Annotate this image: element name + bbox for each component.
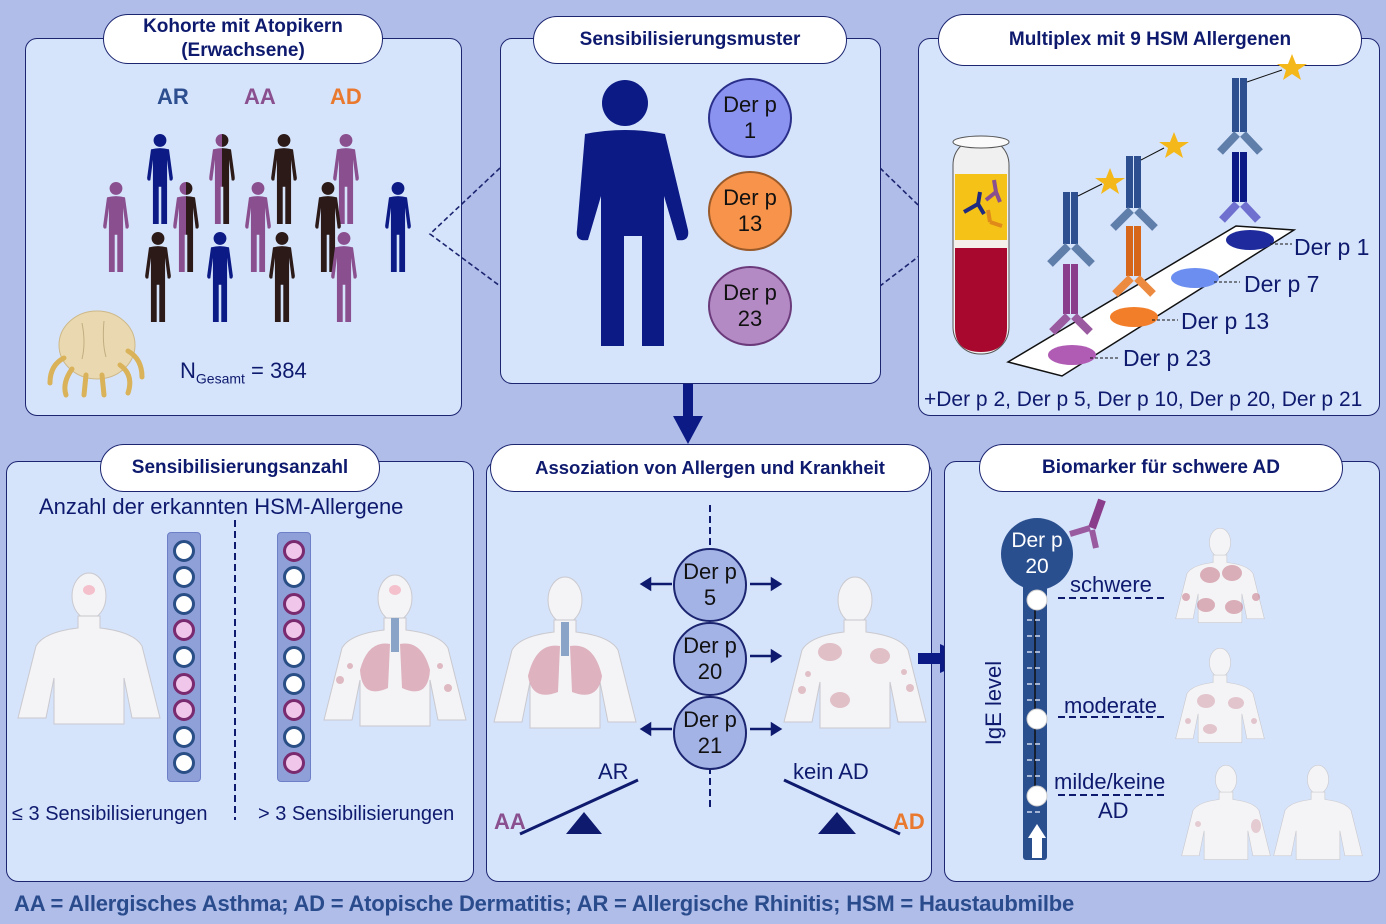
spot-label-der-p-7: Der p 7 bbox=[1244, 271, 1320, 297]
association-arrows bbox=[639, 576, 783, 737]
allergen-dot-negative bbox=[173, 752, 195, 775]
sensitization-strip-high bbox=[277, 532, 311, 782]
count-divider bbox=[234, 520, 236, 820]
allergen-dot-positive bbox=[173, 672, 195, 695]
sensitization-strip-low bbox=[167, 532, 201, 782]
biomarker-title: Biomarker für schwere AD bbox=[979, 444, 1343, 492]
severity-mild-label-2: AD bbox=[1098, 798, 1129, 823]
ige-scale bbox=[1001, 518, 1073, 860]
antibody-icons bbox=[1047, 54, 1307, 335]
allergen-dot-negative bbox=[283, 645, 305, 668]
person-icon bbox=[576, 80, 689, 346]
count-subtitle: Anzahl der erkannten HSM-Allergene bbox=[39, 494, 404, 519]
allergen-dot-negative bbox=[173, 725, 195, 748]
allergen-dot-positive bbox=[283, 539, 305, 562]
association-title: Assoziation von Allergen und Krankheit bbox=[490, 444, 930, 492]
group-label-ad: AD bbox=[330, 84, 362, 109]
down-arrow-icon bbox=[673, 384, 703, 444]
allergen-dot-positive bbox=[173, 619, 195, 642]
multiplex-strip bbox=[1006, 225, 1297, 377]
seesaw-left-high-label: AR bbox=[598, 759, 629, 784]
torso-lungs-icon bbox=[323, 574, 467, 727]
count-left-label: ≤ 3 Sensibilisierungen bbox=[12, 803, 208, 825]
cohort-people-icon bbox=[103, 134, 411, 322]
count-title: Sensibilisierungsanzahl bbox=[100, 444, 380, 492]
allergen-dot-positive bbox=[283, 619, 305, 642]
abbreviations-footer: AA = Allergisches Asthma; AD = Atopische… bbox=[14, 891, 1075, 916]
group-label-ar: AR bbox=[157, 84, 189, 109]
torso-severe-eczema-icon bbox=[1175, 527, 1265, 623]
pattern-panel bbox=[500, 38, 881, 384]
additional-allergens: +Der p 2, Der p 5, Der p 10, Der p 20, D… bbox=[924, 388, 1363, 411]
count-right-label: > 3 Sensibilisierungen bbox=[258, 803, 455, 825]
allergen-dot-positive bbox=[173, 699, 195, 722]
multiplex-title: Multiplex mit 9 HSM Allergenen bbox=[938, 14, 1362, 66]
torso-eczema-icon bbox=[783, 576, 927, 729]
seesaw-right-icon bbox=[783, 778, 901, 836]
connector-cohort-pattern bbox=[428, 167, 501, 287]
seesaw-right-low-label: AD bbox=[893, 809, 925, 834]
severity-dashes bbox=[1058, 597, 1168, 796]
spot-label-der-p-23: Der p 23 bbox=[1123, 345, 1212, 371]
torso-moderate-eczema-icon bbox=[1175, 647, 1265, 743]
torso-lungs-icon bbox=[493, 576, 637, 729]
antibody-icon bbox=[1069, 498, 1106, 549]
torso-healthy-icon bbox=[17, 572, 161, 725]
allergen-dot-positive bbox=[283, 592, 305, 615]
severity-mild-label: milde/keine bbox=[1054, 769, 1166, 794]
seesaw-right-high-label: kein AD bbox=[793, 759, 869, 784]
torso-mild-eczema-icon bbox=[1181, 764, 1271, 860]
severity-severe-label: schwere bbox=[1070, 572, 1152, 597]
spot-label-der-p-13: Der p 13 bbox=[1181, 308, 1270, 334]
allergen-dot-positive bbox=[283, 752, 305, 775]
seesaw-left-icon bbox=[519, 778, 639, 836]
allergen-dot-negative bbox=[173, 592, 195, 615]
spot-label-der-p-1: Der p 1 bbox=[1294, 234, 1370, 260]
allergen-dot-negative bbox=[173, 645, 195, 668]
allergen-dot-negative bbox=[173, 566, 195, 589]
severity-moderate-label: moderate bbox=[1064, 693, 1157, 718]
torso-no-eczema-icon bbox=[1273, 764, 1363, 860]
group-label-aa: AA bbox=[244, 84, 276, 109]
house-dust-mite-icon bbox=[47, 310, 145, 398]
allergen-dot-negative bbox=[283, 725, 305, 748]
cohort-title: Kohorte mit Atopikern (Erwachsene) bbox=[103, 14, 383, 64]
allergen-dot-negative bbox=[283, 672, 305, 695]
association-divider bbox=[709, 505, 711, 810]
blood-tube-icon bbox=[952, 135, 1010, 355]
cohort-total: NGesamt = 384 bbox=[180, 358, 307, 387]
allergen-dot-positive bbox=[283, 699, 305, 722]
seesaw-left-low-label: AA bbox=[494, 809, 526, 834]
allergen-dot-negative bbox=[283, 566, 305, 589]
pattern-title: Sensibilisierungsmuster bbox=[533, 16, 847, 64]
allergen-dot-negative bbox=[173, 539, 195, 562]
